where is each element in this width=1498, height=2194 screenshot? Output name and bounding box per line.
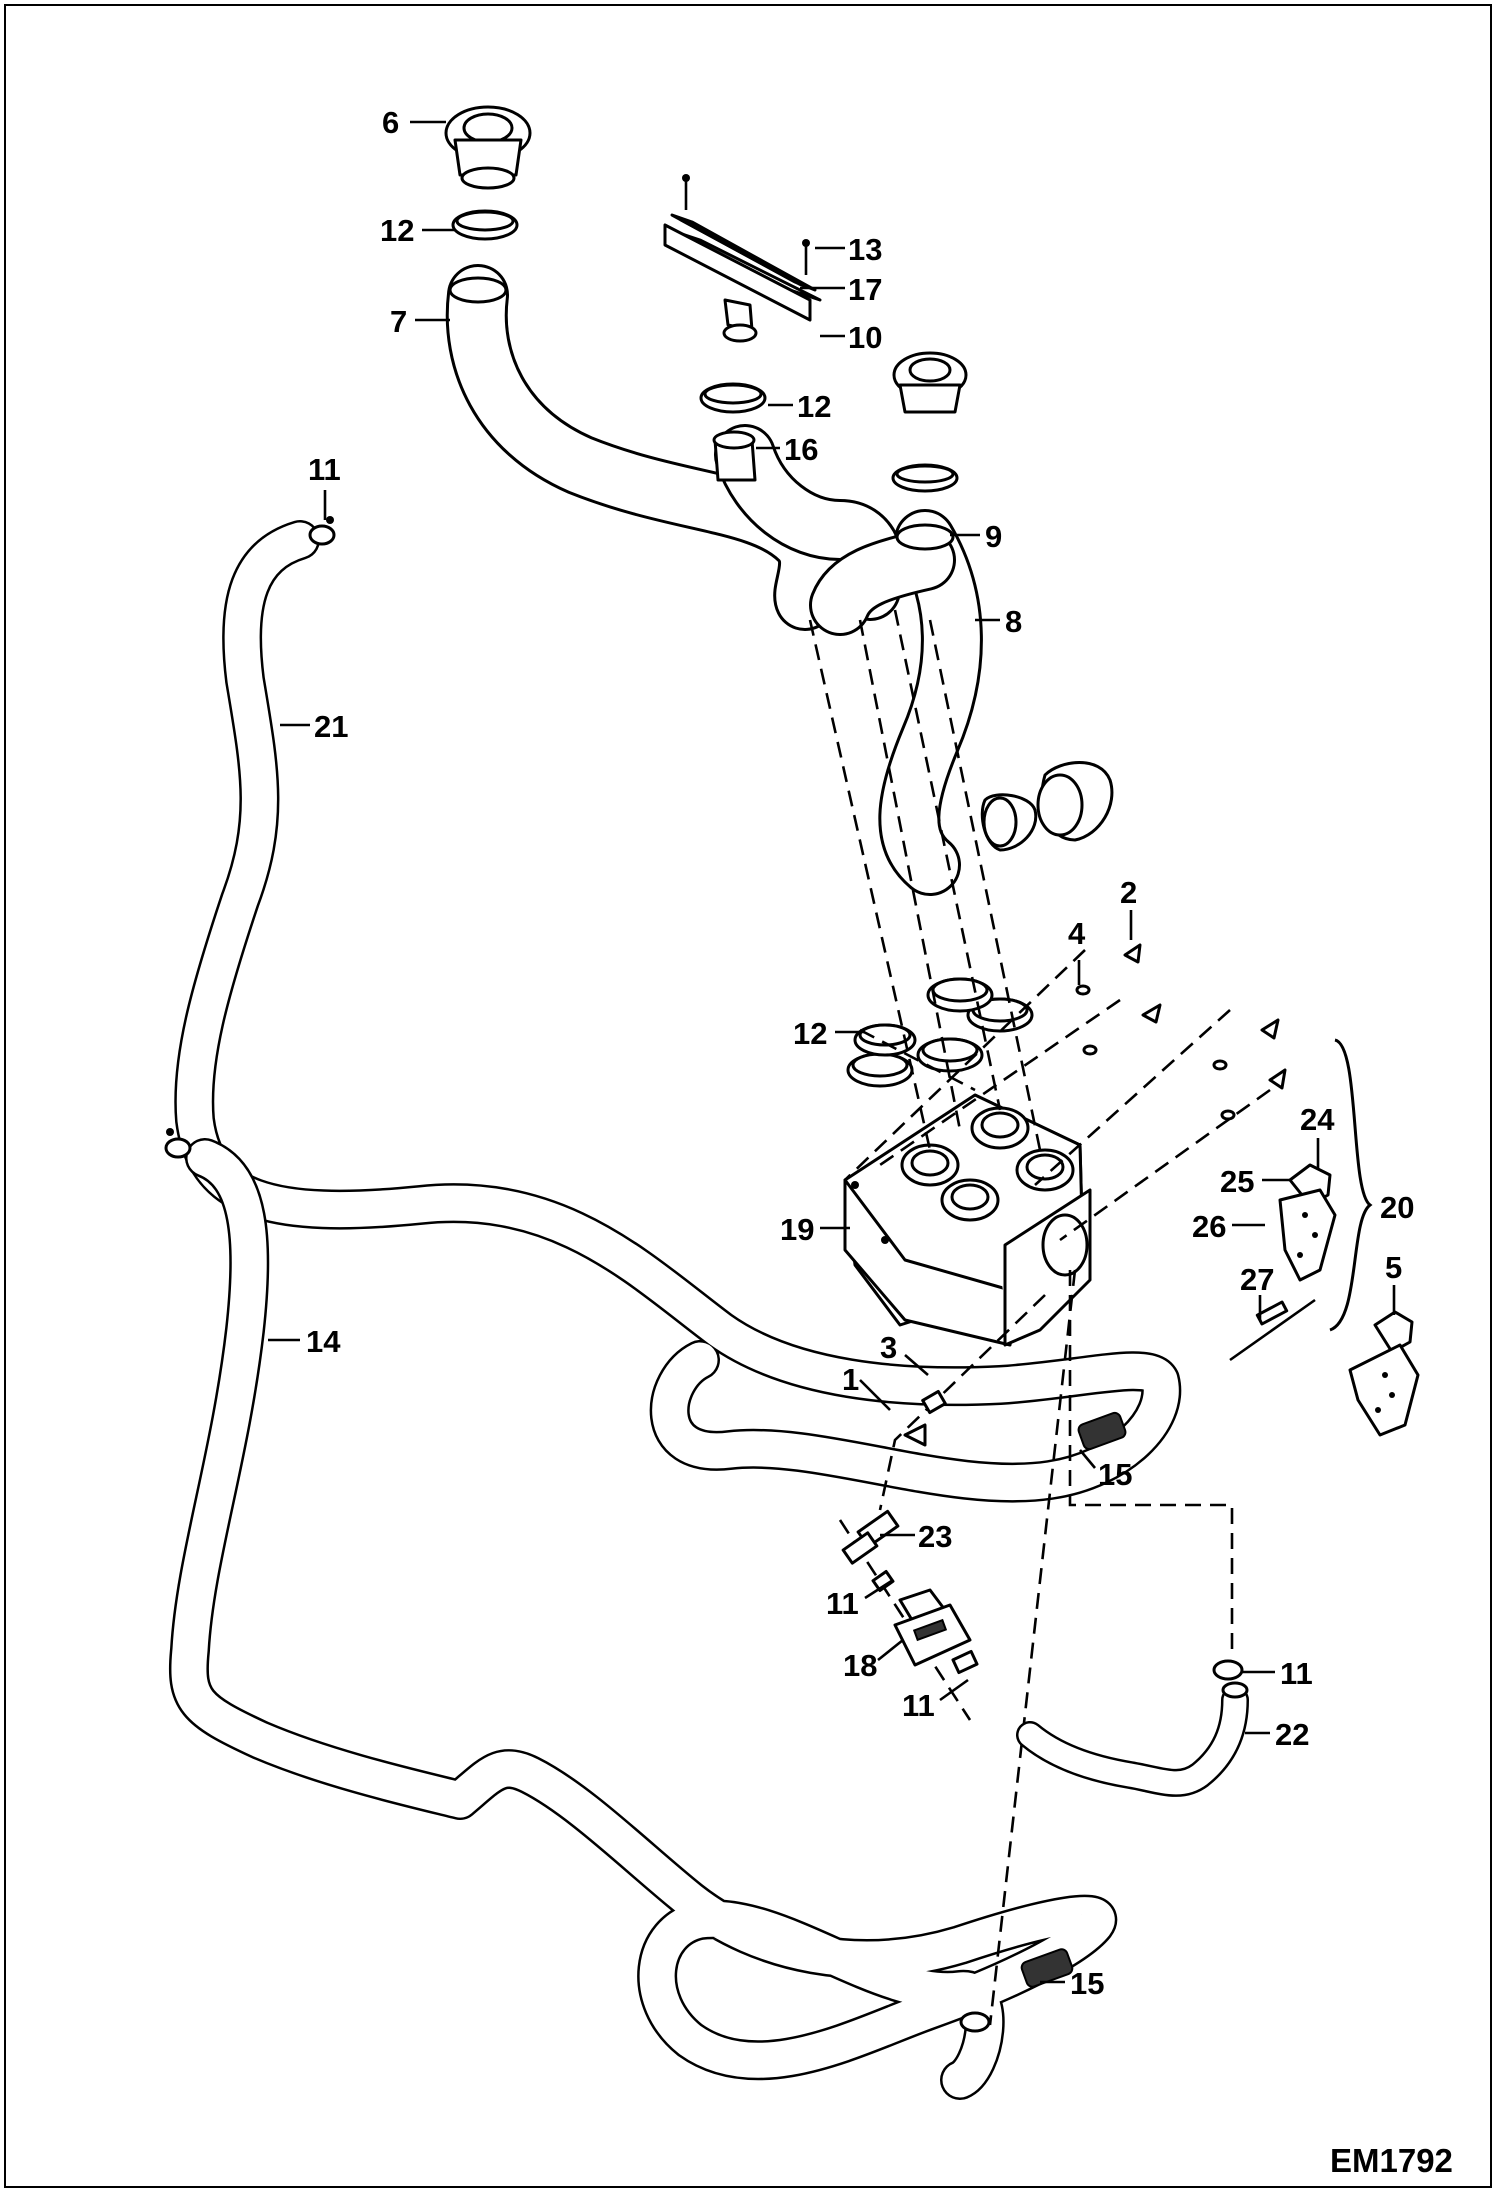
callout-7: 7	[390, 304, 407, 339]
brace-20	[1329, 1038, 1373, 1332]
callout-16: 16	[784, 432, 818, 467]
hose-14	[168, 1138, 1118, 2100]
callout-leaders	[268, 120, 1396, 1984]
side-vent	[980, 761, 1114, 852]
callout-22: 22	[1275, 1717, 1309, 1752]
callout-1: 1	[842, 1362, 859, 1397]
hose-end-clamps	[164, 516, 1244, 2033]
callout-6: 6	[382, 105, 399, 140]
callout-10: 10	[848, 320, 882, 355]
callout-11: 11	[308, 452, 341, 487]
valve-assembly-20	[1229, 1163, 1337, 1362]
callout-25: 25	[1220, 1164, 1254, 1199]
figure-code: EM1792	[1330, 2142, 1453, 2179]
callout-4: 4	[1068, 916, 1086, 951]
callout-12: 12	[380, 213, 414, 248]
callout-15: 15	[1098, 1457, 1132, 1492]
callout-23: 23	[918, 1519, 952, 1554]
valve-18	[871, 1569, 979, 1675]
vent-6	[444, 105, 532, 190]
pipe-16	[712, 430, 757, 482]
callout-20: 20	[1380, 1190, 1414, 1225]
callout-17: 17	[848, 272, 882, 307]
callout-12: 12	[797, 389, 831, 424]
callout-9: 9	[985, 519, 1002, 554]
tee-23	[841, 1509, 900, 1565]
callout-21: 21	[314, 709, 348, 744]
hose-21	[174, 520, 1182, 1503]
clamp-12-top	[451, 209, 519, 241]
duct-8	[809, 509, 983, 896]
clamp-12-middle	[699, 382, 767, 414]
callout-8: 8	[1005, 604, 1022, 639]
hose-22	[1016, 1681, 1249, 1797]
callout-3: 3	[880, 1330, 897, 1365]
clip-1-3	[903, 1389, 947, 1447]
clamps-12-block	[846, 977, 1034, 1088]
callout-11: 11	[902, 1688, 935, 1723]
defroster-10	[663, 174, 822, 343]
vent-9	[891, 351, 968, 493]
callout-5: 5	[1385, 1250, 1402, 1285]
callout-27: 27	[1240, 1262, 1274, 1297]
callout-26: 26	[1192, 1209, 1226, 1244]
callout-15: 15	[1070, 1966, 1104, 2001]
heater-block-19	[843, 1093, 1092, 1347]
callout-14: 14	[306, 1324, 341, 1359]
callout-18: 18	[843, 1648, 877, 1683]
callout-labels: 6 12 7 13 17 10 12 16 11 9 8 21 2 4 12 2…	[306, 105, 1414, 2001]
callout-11: 11	[826, 1586, 859, 1621]
callout-2: 2	[1120, 875, 1137, 910]
callout-12: 12	[793, 1016, 827, 1051]
callout-11: 11	[1280, 1656, 1313, 1691]
callout-24: 24	[1300, 1102, 1335, 1137]
assembly-guide-lines	[808, 609, 1271, 2026]
valve-5	[1348, 1310, 1420, 1437]
diagram-frame	[4, 4, 1492, 2188]
callout-13: 13	[848, 232, 882, 267]
callout-19: 19	[780, 1212, 814, 1247]
screws-top-right	[1075, 943, 1287, 1121]
